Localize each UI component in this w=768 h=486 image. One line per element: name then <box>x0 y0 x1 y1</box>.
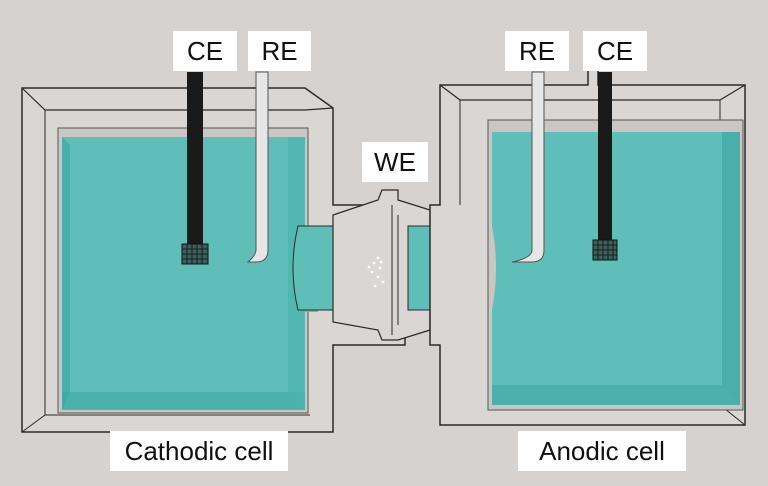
we-surface-dots <box>367 256 385 288</box>
cathodic-cell-label: Cathodic cell <box>110 431 288 471</box>
we-label: WE <box>362 142 428 182</box>
cathodic-electrolyte <box>62 137 318 410</box>
left-reference-electrode <box>246 71 269 263</box>
cathodic-cell-body <box>21 87 406 433</box>
right-re-label: RE <box>505 31 569 71</box>
right-counter-electrode <box>592 72 618 261</box>
anodic-cell-body <box>429 69 746 426</box>
left-ce-label: CE <box>173 31 237 71</box>
right-ce-label: CE <box>583 31 647 71</box>
left-counter-electrode <box>181 72 209 265</box>
anodic-cell-label: Anodic cell <box>518 431 686 471</box>
left-re-label: RE <box>248 31 311 71</box>
right-reference-electrode <box>511 71 545 263</box>
anodic-electrolyte <box>492 132 740 405</box>
